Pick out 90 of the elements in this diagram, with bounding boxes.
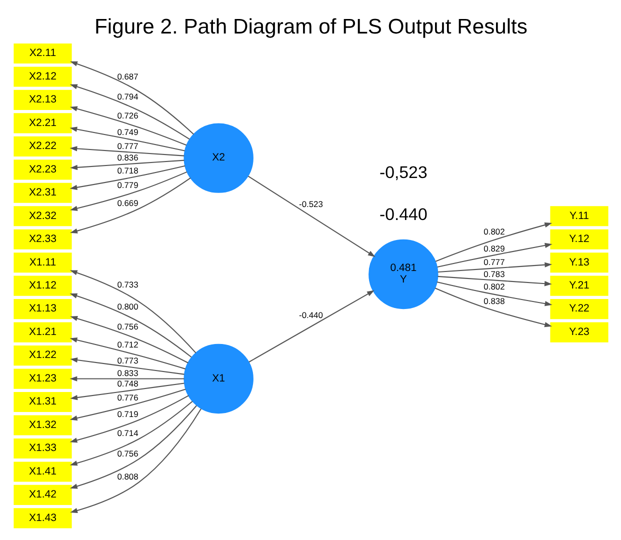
arrow bbox=[437, 262, 552, 273]
arrow bbox=[70, 160, 184, 170]
node-box: X1.23 bbox=[13, 368, 72, 389]
node-box: X1.11 bbox=[13, 252, 72, 273]
node-box: X1.32 bbox=[13, 415, 72, 436]
edge-label: 0.800 bbox=[116, 302, 138, 312]
node-box: X1.31 bbox=[13, 392, 72, 412]
arrow bbox=[437, 276, 552, 286]
arrow bbox=[69, 165, 185, 190]
arrow bbox=[69, 171, 187, 211]
node-circle: X1 bbox=[183, 344, 253, 414]
edge-label: 0.783 bbox=[483, 268, 504, 279]
node-box: X1.33 bbox=[13, 438, 72, 459]
edge-label: -0.440 bbox=[298, 310, 322, 320]
arrow bbox=[69, 146, 184, 156]
edge-label: 0.749 bbox=[116, 127, 138, 138]
edge-label: 0.726 bbox=[116, 110, 138, 120]
edge-label: 0.776 bbox=[116, 392, 138, 402]
node-box: X1.41 bbox=[13, 462, 72, 482]
node-box: X2.22 bbox=[13, 136, 72, 156]
node-box: Y.21 bbox=[550, 276, 608, 296]
edge-label: -0.523 bbox=[298, 199, 322, 210]
edge-label: 0.779 bbox=[116, 180, 138, 190]
node-box: Y.13 bbox=[550, 252, 608, 273]
arrow bbox=[69, 270, 196, 354]
arrow bbox=[248, 290, 374, 362]
arrow bbox=[434, 288, 552, 328]
arrow bbox=[69, 126, 184, 152]
edge-label: 0.838 bbox=[483, 296, 504, 306]
edge-label: 0.777 bbox=[116, 140, 138, 151]
node-box: X1.43 bbox=[13, 508, 72, 528]
node-box: X1.12 bbox=[13, 276, 72, 296]
arrow bbox=[69, 400, 192, 466]
edge-label: 0.794 bbox=[116, 91, 138, 102]
edge-label: 0.833 bbox=[116, 368, 138, 378]
edge-label: 0.773 bbox=[116, 355, 138, 366]
arrow bbox=[70, 316, 188, 364]
edge-label: 0.756 bbox=[116, 448, 138, 458]
arrow bbox=[69, 293, 192, 358]
node-box: Y.23 bbox=[550, 322, 608, 342]
edge-label: 0.733 bbox=[116, 279, 138, 290]
edge-label: 0.669 bbox=[116, 198, 138, 208]
edge-label: 0.808 bbox=[116, 472, 138, 482]
edge-label: 0.836 bbox=[116, 152, 138, 163]
edge-label: 0.748 bbox=[116, 378, 138, 389]
arrow bbox=[70, 357, 184, 375]
edge-label: 0.829 bbox=[483, 243, 504, 254]
arrow bbox=[436, 282, 552, 306]
node-box: Y.12 bbox=[550, 229, 608, 250]
label: -0,523 bbox=[378, 162, 427, 182]
edge-label: 0.687 bbox=[116, 71, 138, 82]
arrow bbox=[247, 176, 375, 258]
node-box: Y.11 bbox=[550, 206, 608, 226]
node-box: X2.23 bbox=[13, 160, 72, 180]
node-box: X1.21 bbox=[13, 322, 72, 342]
node-box: X2.33 bbox=[13, 229, 72, 250]
node-box: X2.11 bbox=[13, 43, 72, 64]
edge-label: 0.718 bbox=[116, 165, 138, 176]
node-box: X2.21 bbox=[13, 113, 72, 134]
edge-label: 0.714 bbox=[116, 428, 138, 438]
edge-label: 0.719 bbox=[116, 409, 138, 420]
edge-label: 0.802 bbox=[483, 226, 504, 237]
arrow bbox=[69, 338, 186, 370]
arrow bbox=[70, 61, 194, 135]
node-box: X1.42 bbox=[13, 484, 72, 505]
arrow bbox=[69, 405, 196, 489]
arrow bbox=[69, 395, 188, 443]
node-box: X1.13 bbox=[13, 299, 72, 320]
diagram-title: Figure 2. Path Diagram of PLS Output Results bbox=[94, 15, 527, 38]
node-circle: X2 bbox=[183, 123, 253, 193]
arrow bbox=[436, 242, 552, 268]
node-box: X1.22 bbox=[13, 346, 72, 366]
arrow bbox=[70, 408, 202, 514]
arrow bbox=[69, 376, 184, 382]
arrow bbox=[69, 106, 186, 146]
arrow bbox=[69, 388, 186, 421]
node-box: X2.13 bbox=[13, 90, 72, 110]
edge-label: 0.802 bbox=[483, 281, 504, 292]
arrow bbox=[69, 84, 190, 140]
node-box: Y.22 bbox=[550, 299, 608, 320]
node-box: X2.31 bbox=[13, 182, 72, 203]
edge-label: 0.756 bbox=[116, 322, 138, 332]
arrow bbox=[70, 382, 184, 400]
node-box: X2.12 bbox=[13, 66, 72, 87]
label: -0.440 bbox=[378, 205, 427, 224]
node-box: X2.32 bbox=[13, 206, 72, 226]
arrow bbox=[434, 222, 552, 262]
edge-label: 0.712 bbox=[116, 340, 138, 350]
edge-label: 0.777 bbox=[483, 257, 504, 268]
arrow bbox=[70, 178, 190, 234]
